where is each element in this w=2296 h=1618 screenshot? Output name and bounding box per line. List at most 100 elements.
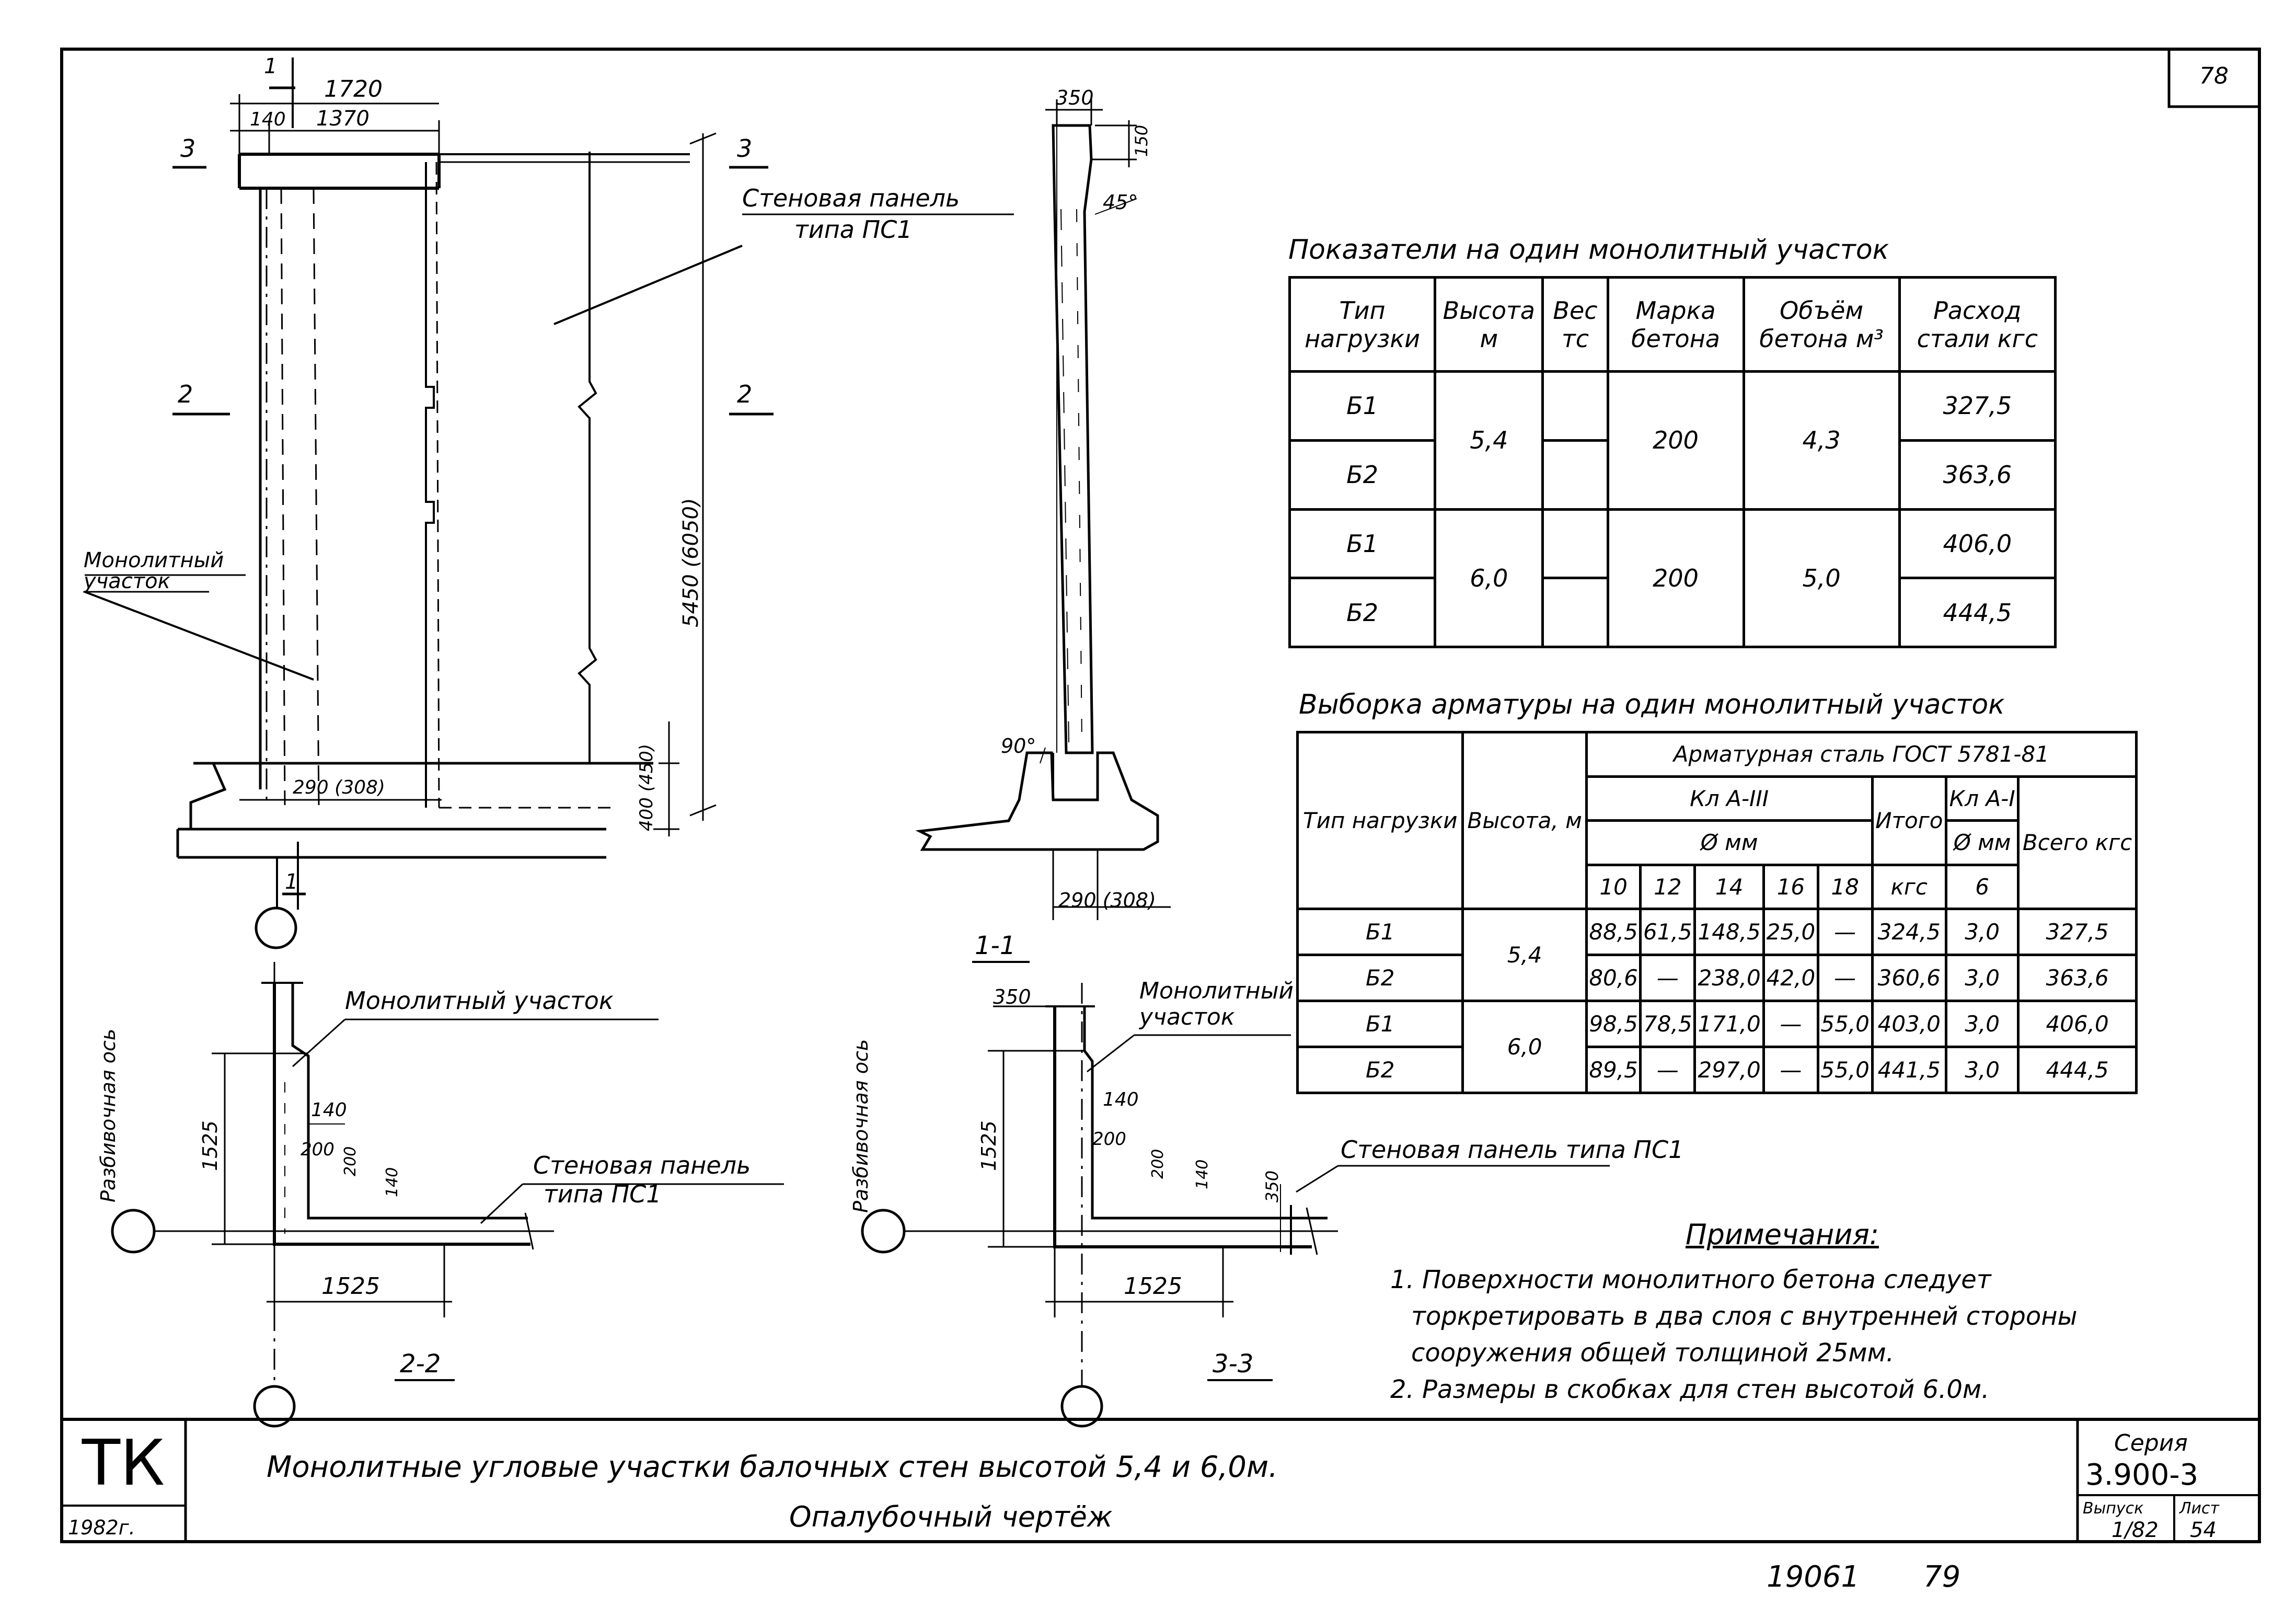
table2-ai-cell: 3,0 xyxy=(1944,908,2020,956)
table1-steel-cell: 444,5 xyxy=(1898,577,2057,648)
table2-value-cell: 89,5 xyxy=(1585,1046,1642,1094)
table1-steel-cell: 327,5 xyxy=(1898,370,2057,442)
dim-height: 5450 (6050) xyxy=(679,498,703,627)
title-sec22: 2-2 xyxy=(400,1349,441,1379)
year: 1982г. xyxy=(68,1516,135,1539)
label-mono-elev: Монолитный xyxy=(84,548,224,572)
series-value: 3.900-3 xyxy=(2085,1458,2198,1492)
table2-diameter-cell: 16 xyxy=(1762,863,1819,910)
table2-value-cell: — xyxy=(1816,954,1874,1002)
sec-2-left: 2 xyxy=(178,380,193,408)
table2-itogo-cell: 324,5 xyxy=(1871,908,1947,956)
table2-value-cell: 148,5 xyxy=(1693,908,1766,956)
table2-header-cell: Всего кгс xyxy=(2017,775,2138,910)
dim-140-sec22: 140 xyxy=(311,1099,347,1121)
table2-diameter-cell: 14 xyxy=(1693,863,1766,910)
table2-value-cell: — xyxy=(1639,1046,1697,1094)
title-block xyxy=(62,1418,2259,1542)
issue-value: 1/82 xyxy=(2112,1518,2159,1542)
dim-290-sec11: 290 (308) xyxy=(1058,889,1156,912)
angle-45: 45° xyxy=(1103,191,1138,214)
notes-title: Примечания: xyxy=(1686,1218,1879,1251)
sec-1-bottom: 1 xyxy=(285,870,298,894)
table1-height-cell: 6,0 xyxy=(1434,508,1544,648)
table2-diameter-cell: 10 xyxy=(1585,863,1642,910)
dim-150-sec11: 150 xyxy=(1132,125,1151,157)
table2-height-cell: 6,0 xyxy=(1461,1000,1588,1094)
table2-value-cell: 61,5 xyxy=(1639,908,1697,956)
table2-itogo-cell: 403,0 xyxy=(1871,1000,1947,1048)
label-panel-elev: Стеновая панель xyxy=(742,184,960,212)
table2-header-row: Ø мм Ø мм xyxy=(1298,819,2137,866)
table1-height-cell: 5,4 xyxy=(1434,370,1544,511)
table2-value-cell: 88,5 xyxy=(1585,908,1642,956)
table2-header-cell: кгс xyxy=(1871,863,1947,910)
dim-140: 140 xyxy=(250,109,286,130)
table2-value-cell: 171,0 xyxy=(1693,1000,1766,1048)
table1-header-cell: Объём бетона м³ xyxy=(1742,276,1901,373)
dim-140b-sec22: 140 xyxy=(383,1167,401,1197)
table2-value-cell: — xyxy=(1762,1046,1819,1094)
table2-value-cell: 55,0 xyxy=(1816,1000,1874,1048)
axis-label-sec33: Разбивочная ось xyxy=(849,1039,872,1213)
table2-vsego-cell: 444,5 xyxy=(2017,1046,2138,1094)
table1-volume-cell: 4,3 xyxy=(1742,370,1901,511)
table2-header-cell: Ø мм xyxy=(1944,819,2020,866)
table2-type-cell: Б1 xyxy=(1296,908,1464,956)
sec-3-left: 3 xyxy=(180,134,195,163)
dim-200b-sec33: 200 xyxy=(1149,1149,1167,1179)
table2-diameter-cell: 18 xyxy=(1816,863,1874,910)
section-2-2-view xyxy=(111,962,784,1428)
footer-code: 19061 xyxy=(1767,1560,1860,1594)
frame-border xyxy=(60,48,2261,1543)
table1-header-cell: Вес тс xyxy=(1541,276,1609,373)
table1-concrete-cell: 200 xyxy=(1606,508,1745,648)
label-panel-sec33: Стеновая панель типа ПС1 xyxy=(1341,1135,1683,1164)
table2-type-cell: Б1 xyxy=(1296,1000,1464,1048)
table2-header-cell: Ø мм xyxy=(1585,819,1874,866)
label-mono-sec33: Монолитный xyxy=(1139,978,1294,1004)
dim-140-sec33: 140 xyxy=(1103,1089,1139,1110)
sec-1-top: 1 xyxy=(264,54,277,78)
issue-label: Выпуск xyxy=(2083,1499,2143,1518)
table2-itogo-cell: 441,5 xyxy=(1871,1046,1947,1094)
table2-header-cell: Тип нагрузки xyxy=(1296,731,1464,910)
title-sec11: 1-1 xyxy=(975,931,1016,960)
table1-volume-cell: 5,0 xyxy=(1742,508,1901,648)
table2-header-cell: Кл А-I xyxy=(1944,775,2020,822)
label-panel-sec22: Стеновая панель xyxy=(533,1151,751,1179)
sheet-value: 54 xyxy=(2190,1518,2217,1542)
table2-value-cell: — xyxy=(1762,1000,1819,1048)
dim-200b-sec22: 200 xyxy=(341,1146,360,1176)
table2-value-cell: 42,0 xyxy=(1762,954,1819,1002)
dim-200a-sec22: 200 xyxy=(301,1139,334,1160)
table1-header-cell: Марка бетона xyxy=(1606,276,1745,373)
table1-header-cell: Расход стали кгс xyxy=(1898,276,2057,373)
dim-1525h-sec22: 1525 xyxy=(321,1273,380,1300)
table1-type-cell: Б1 xyxy=(1288,508,1437,580)
footer-page: 79 xyxy=(1923,1560,1960,1594)
table1-weight-cell xyxy=(1541,370,1609,442)
table1-type-cell: Б1 xyxy=(1288,370,1437,442)
sheet-number-box xyxy=(2167,48,2261,108)
label-mono2-elev: участок xyxy=(83,569,170,593)
elevation-view xyxy=(84,58,1014,949)
table2-value-cell: — xyxy=(1816,908,1874,956)
label-panel-type-elev: типа ПС1 xyxy=(794,215,913,244)
series-label: Серия xyxy=(2114,1430,2188,1456)
dim-140b-sec33: 140 xyxy=(1193,1160,1212,1189)
dim-400: 400 (450) xyxy=(636,744,657,831)
table2-ai-cell: 3,0 xyxy=(1944,1046,2020,1094)
table1-title: Показатели на один монолитный участок xyxy=(1288,234,1889,266)
table2-diameter-cell: 6 xyxy=(1944,863,2020,910)
note-line-4: 2. Размеры в скобках для стен высотой 6.… xyxy=(1390,1375,1990,1404)
table2-vsego-cell: 363,6 xyxy=(2017,954,2138,1002)
